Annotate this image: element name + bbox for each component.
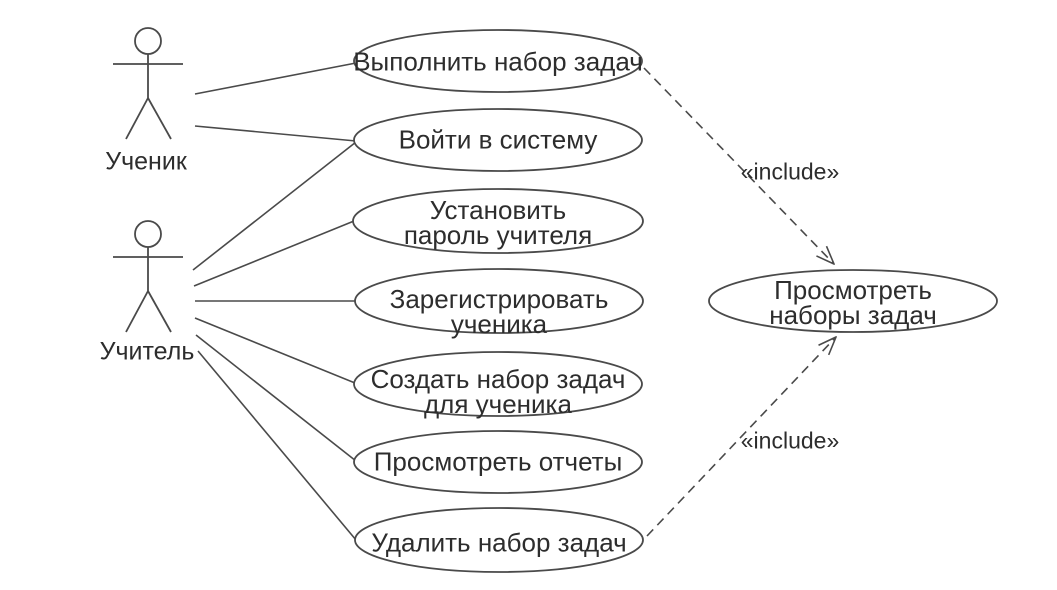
use-case-label-view-reports: Просмотреть отчеты [373, 446, 623, 477]
use-case-ellipses [352, 29, 998, 573]
use-case-ellipse-delete-task-set [354, 507, 644, 573]
use-case-ellipse-view-reports [353, 430, 643, 494]
actor-teacher-left-leg [125, 290, 149, 333]
include-stereotype-label-bottom: «include» [740, 427, 840, 454]
actor-teacher-label: Учитель [99, 337, 195, 366]
association-teacher-create-task-set [194, 317, 356, 384]
actor-teacher-right-leg [147, 290, 172, 333]
use-case-label-login: Войти в систему [398, 124, 598, 155]
use-case-label-create-task-set: Создать набор задач для ученика [370, 364, 626, 419]
use-case-label-register-student: Зарегистрировать ученика [389, 284, 609, 339]
association-teacher-login [192, 141, 357, 271]
use-case-ellipse-register-student [354, 268, 644, 334]
association-student-login [194, 125, 357, 142]
association-student-execute-task-set [194, 62, 357, 95]
use-case-label-set-teacher-password: Установить пароль учителя [403, 195, 593, 250]
use-case-ellipse-create-task-set [353, 351, 643, 417]
association-teacher-view-reports [195, 334, 357, 462]
association-lines [192, 62, 357, 541]
association-teacher-set-teacher-password [193, 220, 355, 287]
use-case-label-view-task-sets: Просмотреть наборы задач [769, 275, 937, 330]
actor-teacher-figure [113, 220, 183, 333]
actor-student-head [134, 27, 162, 55]
actor-student-figure [113, 27, 183, 140]
use-case-ellipse-execute-task-set [353, 29, 643, 93]
actor-student-left-leg [125, 97, 149, 140]
include-stereotype-label-top: «include» [740, 158, 840, 185]
use-case-ellipse-set-teacher-password [352, 188, 644, 254]
include-arrows [643, 67, 836, 537]
actor-student-label: Ученик [105, 147, 187, 176]
use-case-ellipse-login [353, 108, 643, 172]
include-arrow-delete-to-view-task-sets [646, 337, 836, 537]
use-case-ellipse-view-task-sets [708, 269, 998, 333]
use-case-label-execute-task-set: Выполнить набор задач [353, 46, 643, 77]
association-teacher-delete-task-set [197, 350, 357, 541]
use-case-label-delete-task-set: Удалить набор задач [371, 527, 627, 558]
actor-teacher-head [134, 220, 162, 248]
include-arrow-execute-to-view-task-sets [643, 67, 834, 264]
actor-student-right-leg [147, 97, 172, 140]
